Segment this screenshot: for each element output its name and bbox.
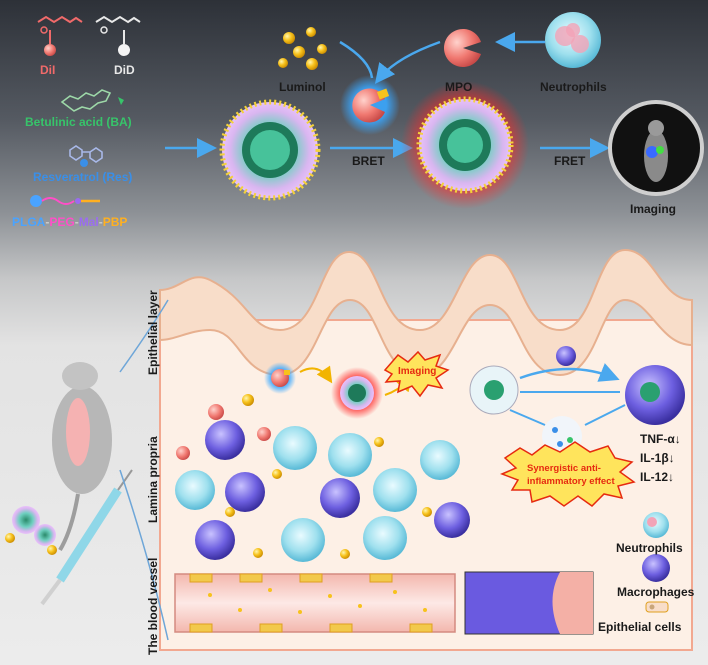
nanoparticle-red-glow: [401, 81, 529, 209]
legend-neutrophils-label: Neutrophils: [616, 541, 683, 555]
activated-mpo-luminol-icon: [340, 75, 400, 135]
label-neutrophils-top: Neutrophils: [540, 80, 607, 94]
luminol-merge-arrow: [339, 40, 374, 79]
mpo-merge-arrow: [374, 40, 441, 84]
cytokine-tnf: TNF-α↓: [640, 432, 681, 446]
cytokine-il1b: IL-1β↓: [640, 451, 675, 465]
vessel-luminol-dots: [208, 588, 427, 614]
mechanism-arrow-top: [519, 363, 620, 382]
tissue-nanoparticle-glow: [331, 367, 383, 419]
macrophage-large-icon: [625, 365, 685, 425]
label-did: DiD: [114, 63, 135, 77]
mechanism-line-bottom: [509, 404, 626, 426]
mpo-small-group: [176, 404, 271, 460]
synergy-badge-line-2: inflammatory effect: [527, 476, 615, 487]
neutrophil-cell-icon: [545, 12, 601, 68]
label-mpo: MPO: [445, 80, 473, 94]
legend-neutrophil-icon: [643, 512, 669, 538]
tissue-activated-mpo-icon: [264, 362, 296, 394]
label-bret: BRET: [352, 154, 385, 168]
luminol-small-group: [225, 394, 432, 559]
macrophage-cells-group: [195, 420, 470, 560]
label-fret: FRET: [554, 154, 586, 168]
mpo-enzyme-icon: [443, 28, 481, 67]
label-plga-peg-mal-pbp: PLGA-PEG-Mal-PBP: [12, 215, 127, 229]
label-dil: DiI: [40, 63, 56, 77]
dash-1: -: [45, 215, 50, 229]
did-molecule-icon: [95, 15, 141, 56]
mouse-icon: [52, 362, 112, 552]
mouse-zoom-line-bottom: [119, 469, 169, 641]
label-mal: Mal: [78, 215, 99, 229]
betulinic-acid-molecule-icon: [60, 89, 124, 112]
nanoparticle-left: [219, 99, 321, 201]
label-epithelial-layer: Epithelial layer: [146, 290, 160, 375]
neutrophil-cells-group: [175, 426, 460, 562]
mouse-imaging-icon: [608, 100, 704, 196]
legend-macrophages-label: Macrophages: [617, 585, 695, 599]
synergy-badge-star: [499, 441, 636, 507]
luminol-molecules: [278, 27, 327, 70]
tissue-arrow-1: [299, 365, 333, 384]
injected-nanoparticles-icon: [5, 506, 57, 555]
blood-vessel: [174, 573, 456, 633]
resveratrol-molecule-icon: [69, 145, 103, 167]
dash-2: -: [74, 215, 79, 229]
epithelium-layer: [159, 248, 693, 377]
synergy-badge-line-1: Synergistic anti-: [527, 463, 601, 474]
dil-molecule-icon: [37, 15, 83, 56]
legend-epithelial-cells-label: Epithelial cells: [598, 620, 682, 634]
label-resveratrol: Resveratrol (Res): [33, 170, 133, 184]
label-betulinic-acid: Betulinic acid (BA): [25, 115, 132, 129]
legend-macrophage-icon: [642, 554, 670, 582]
macrophage-small-top-icon: [556, 346, 576, 366]
legend-epithelial-cell-icon: [645, 601, 669, 613]
imaging-badge-star: [383, 350, 450, 398]
plga-peg-mal-pbp-conjugate-icon: [30, 195, 100, 207]
label-peg: PEG: [49, 215, 75, 229]
label-plga: PLGA: [12, 215, 46, 229]
nanoparticle-disassembled-icon: [469, 365, 519, 415]
label-blood-vessel: The blood vessel: [146, 557, 160, 655]
mouse-zoom-line-top: [119, 299, 169, 373]
label-luminol: Luminol: [279, 80, 326, 94]
cytokine-il12: IL-12↓: [640, 470, 675, 484]
imaging-badge-text: Imaging: [398, 366, 437, 377]
label-imaging: Imaging: [630, 202, 677, 216]
inset-vessel-wall: [552, 572, 593, 634]
syringe-icon: [40, 469, 133, 606]
label-lamina-propria: Lamina propria: [146, 436, 160, 523]
vessel-epithelial-cells: [189, 573, 433, 633]
dash-3: -: [98, 215, 103, 229]
label-pbp: PBP: [102, 215, 128, 229]
